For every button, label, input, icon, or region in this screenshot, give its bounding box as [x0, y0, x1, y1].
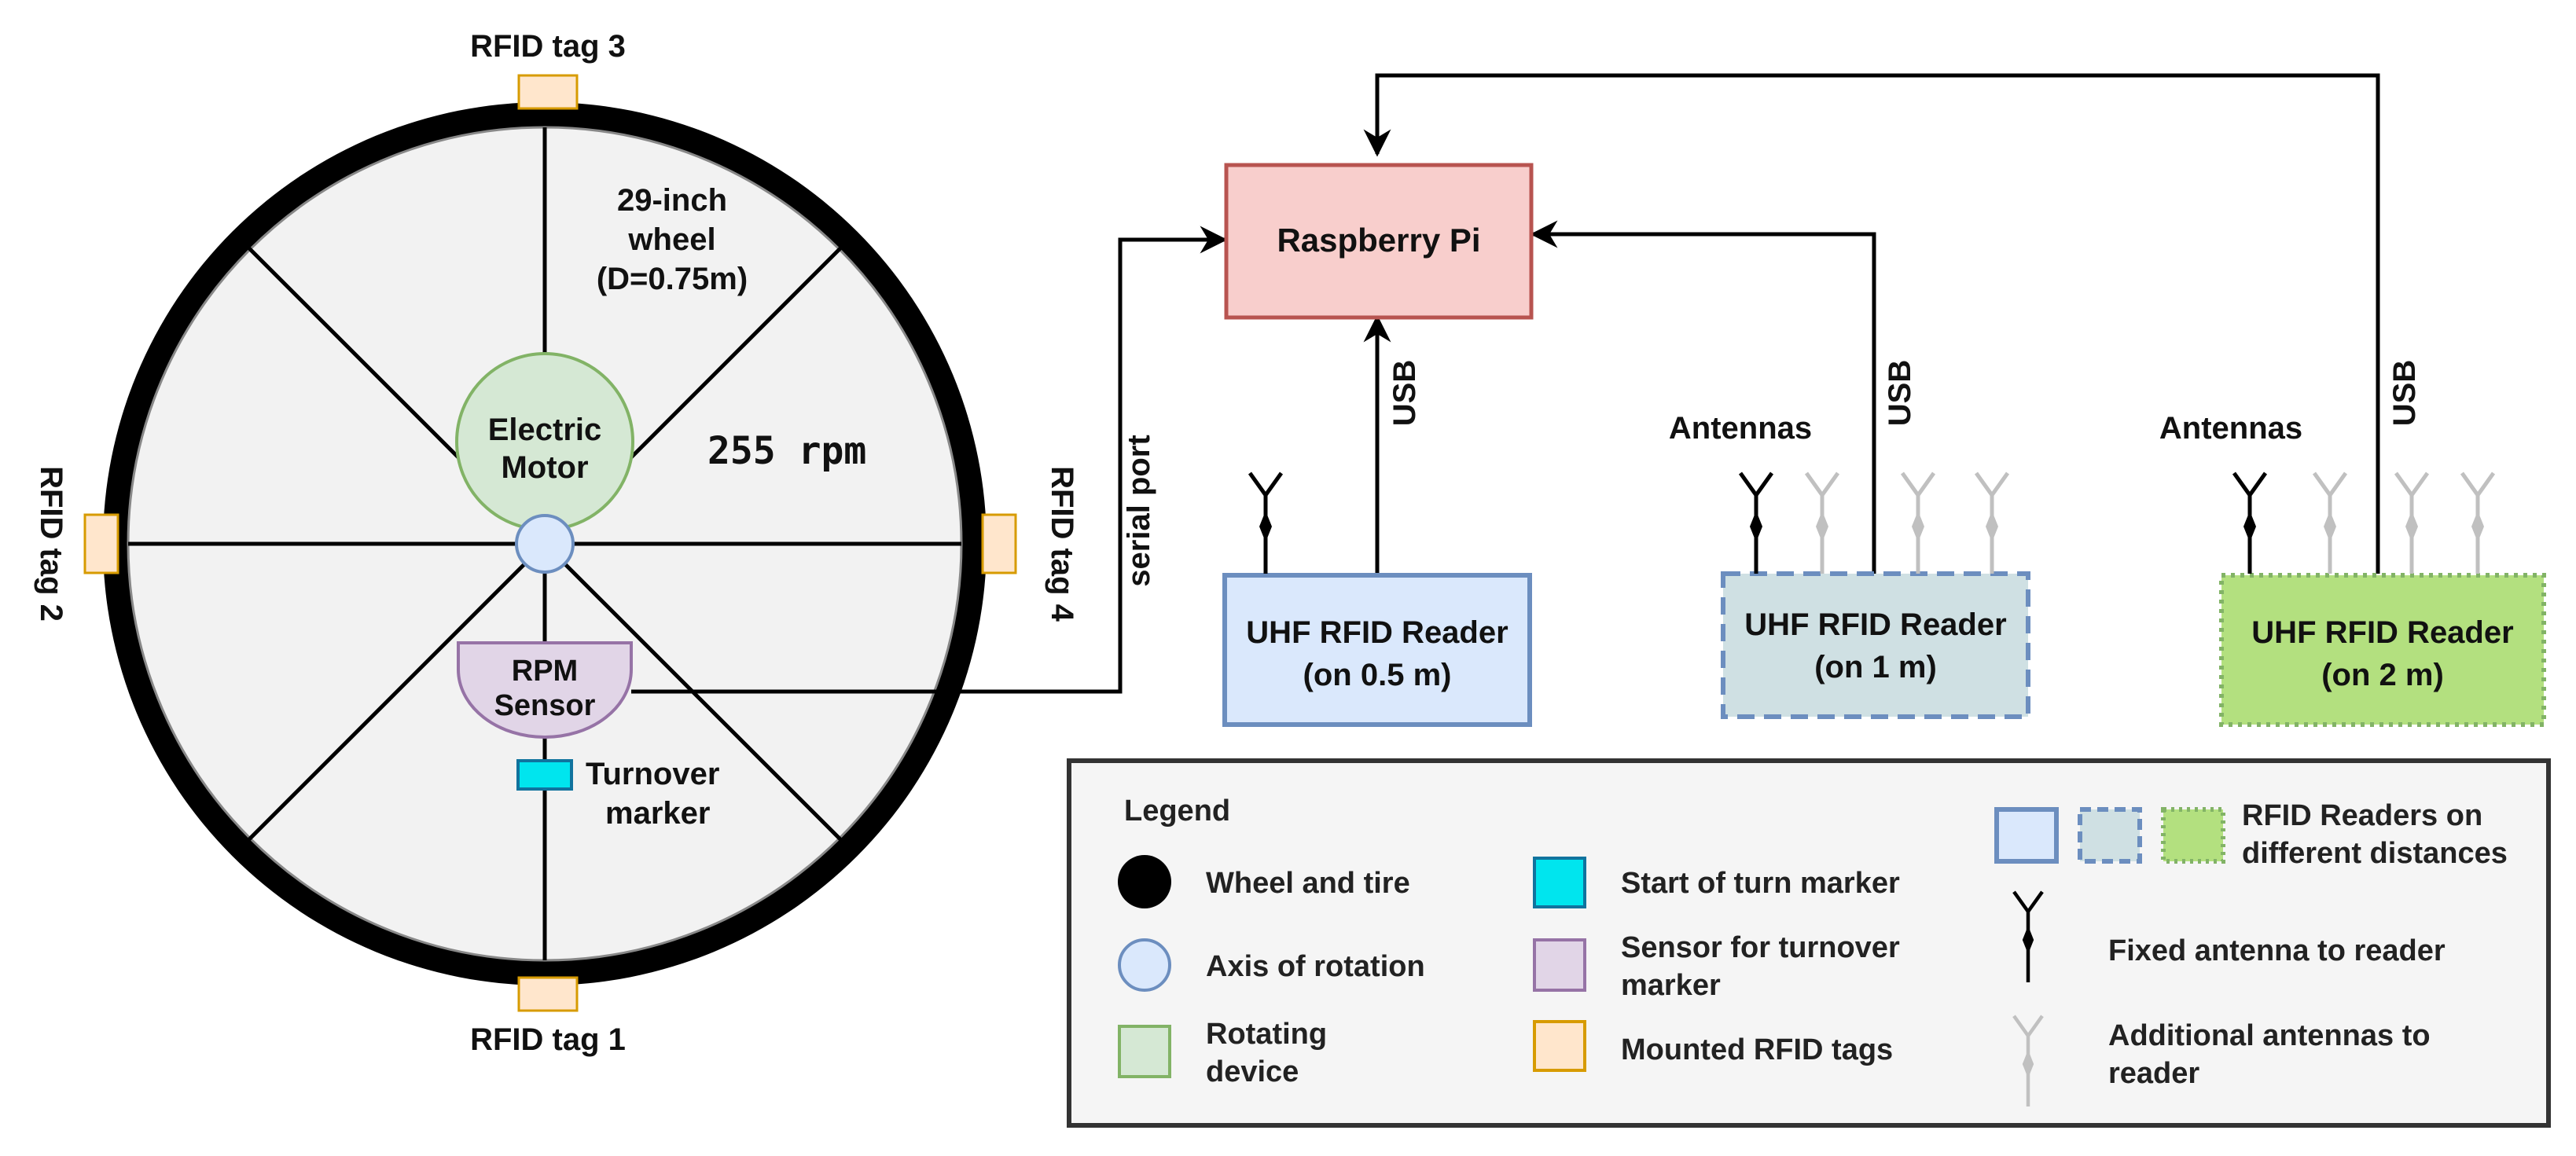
svg-text:(on 2 m): (on 2 m) — [2321, 658, 2444, 692]
axis-of-rotation — [515, 514, 575, 574]
raspberry-pi: Raspberry Pi — [1224, 163, 1534, 320]
svg-text:Raspberry Pi: Raspberry Pi — [1277, 222, 1480, 259]
serial-port-connection — [631, 226, 1228, 694]
serial-port-label: serial port — [1122, 435, 1156, 586]
turnover-marker — [516, 759, 573, 791]
svg-text:Turnover: Turnover — [586, 757, 719, 791]
svg-text:UHF RFID Reader: UHF RFID Reader — [2251, 615, 2513, 650]
reader-1m: UHF RFID Reader (on 1 m) — [1721, 571, 2030, 719]
legend-reader-solid-icon — [1994, 807, 2059, 864]
reader-1-fixed-antenna-icon — [1250, 473, 1281, 574]
usb-label-2: USB — [1883, 360, 1917, 426]
svg-text:UHF RFID Reader: UHF RFID Reader — [1744, 607, 2006, 642]
reader-3-antennas-label: Antennas — [2159, 411, 2302, 446]
svg-text:(D=0.75m): (D=0.75m) — [597, 262, 748, 296]
rfid-tag-2-label: RFID tag 2 — [34, 466, 68, 622]
legend-sensor-icon — [1533, 938, 1586, 992]
reader-3-additional-antenna-icon — [2462, 473, 2493, 574]
svg-text:(on 1 m): (on 1 m) — [1814, 650, 1937, 684]
svg-text:29-inch: 29-inch — [617, 183, 727, 218]
reader-2m: UHF RFID Reader (on 2 m) — [2219, 573, 2546, 727]
reader-3-additional-antenna-icon — [2314, 473, 2346, 574]
rfid-tag-1-label: RFID tag 1 — [470, 1022, 626, 1057]
rfid-tag-4 — [981, 513, 1017, 574]
reader-2-antennas-label: Antennas — [1669, 411, 1812, 446]
svg-text:Mounted RFID tags: Mounted RFID tags — [1621, 1033, 1893, 1066]
rfid-tag-1 — [517, 976, 579, 1012]
svg-text:Wheel and tire: Wheel and tire — [1206, 867, 1410, 900]
usb-connection-reader-2 — [1530, 220, 1876, 574]
svg-text:Axis of rotation: Axis of rotation — [1206, 950, 1425, 983]
svg-text:Rotating: Rotating — [1206, 1018, 1327, 1051]
svg-text:Electric: Electric — [488, 413, 602, 447]
electric-motor: Electric Motor — [455, 352, 634, 531]
usb-label-1: USB — [1387, 360, 1422, 426]
rpm-sensor: RPM Sensor — [457, 641, 633, 739]
svg-text:RPM: RPM — [512, 655, 578, 688]
reader-3-additional-antenna-icon — [2396, 473, 2427, 574]
svg-text:(on 0.5 m): (on 0.5 m) — [1303, 658, 1452, 692]
svg-text:Motor: Motor — [501, 450, 588, 485]
svg-text:Additional antennas to: Additional antennas to — [2108, 1019, 2431, 1052]
reader-2-additional-antenna-icon — [1976, 473, 2008, 574]
legend-tags-icon — [1533, 1020, 1586, 1072]
svg-text:Start of turn marker: Start of turn marker — [1621, 867, 1900, 900]
svg-text:RFID Readers on: RFID Readers on — [2242, 799, 2482, 832]
reader-2-fixed-antenna-icon — [1740, 473, 1772, 574]
rfid-tag-3 — [517, 74, 579, 110]
rfid-tag-3-label: RFID tag 3 — [470, 29, 626, 64]
svg-text:Sensor for turnover: Sensor for turnover — [1621, 931, 1900, 964]
rfid-tag-2 — [83, 513, 119, 574]
legend-rotating-icon — [1118, 1025, 1171, 1078]
svg-text:device: device — [1206, 1055, 1299, 1088]
legend-start-marker-icon — [1533, 857, 1586, 908]
svg-text:marker: marker — [605, 796, 710, 831]
svg-text:wheel: wheel — [627, 222, 715, 257]
legend-reader-dotted-icon — [2161, 807, 2225, 864]
usb-connection-reader-3 — [1363, 73, 2380, 574]
usb-label-3: USB — [2387, 360, 2422, 426]
turnover-marker-label: Turnover marker — [586, 757, 719, 831]
wheel-size-label: 29-inch wheel (D=0.75m) — [597, 183, 748, 296]
legend: Legend Wheel and tire Axis of rotation R… — [1067, 758, 2551, 1128]
reader-0-5m: UHF RFID Reader (on 0.5 m) — [1222, 573, 1532, 727]
legend-axis-icon — [1118, 938, 1171, 992]
rfid-tag-4-label: RFID tag 4 — [1045, 466, 1079, 622]
svg-text:Sensor: Sensor — [494, 689, 596, 722]
legend-wheel-icon — [1118, 855, 1171, 908]
reader-2-additional-antenna-icon — [1902, 473, 1934, 574]
reader-2-additional-antenna-icon — [1806, 473, 1838, 574]
rpm-readout: 255 rpm — [707, 429, 866, 473]
svg-text:Fixed antenna to reader: Fixed antenna to reader — [2108, 934, 2446, 967]
legend-title: Legend — [1124, 795, 1230, 828]
svg-text:UHF RFID Reader: UHF RFID Reader — [1246, 615, 1508, 650]
reader-3-fixed-antenna-icon — [2234, 473, 2265, 574]
svg-text:reader: reader — [2108, 1057, 2199, 1090]
legend-reader-dashed-icon — [2078, 807, 2142, 864]
svg-text:marker: marker — [1621, 969, 1721, 1002]
svg-text:different distances: different distances — [2242, 837, 2508, 870]
